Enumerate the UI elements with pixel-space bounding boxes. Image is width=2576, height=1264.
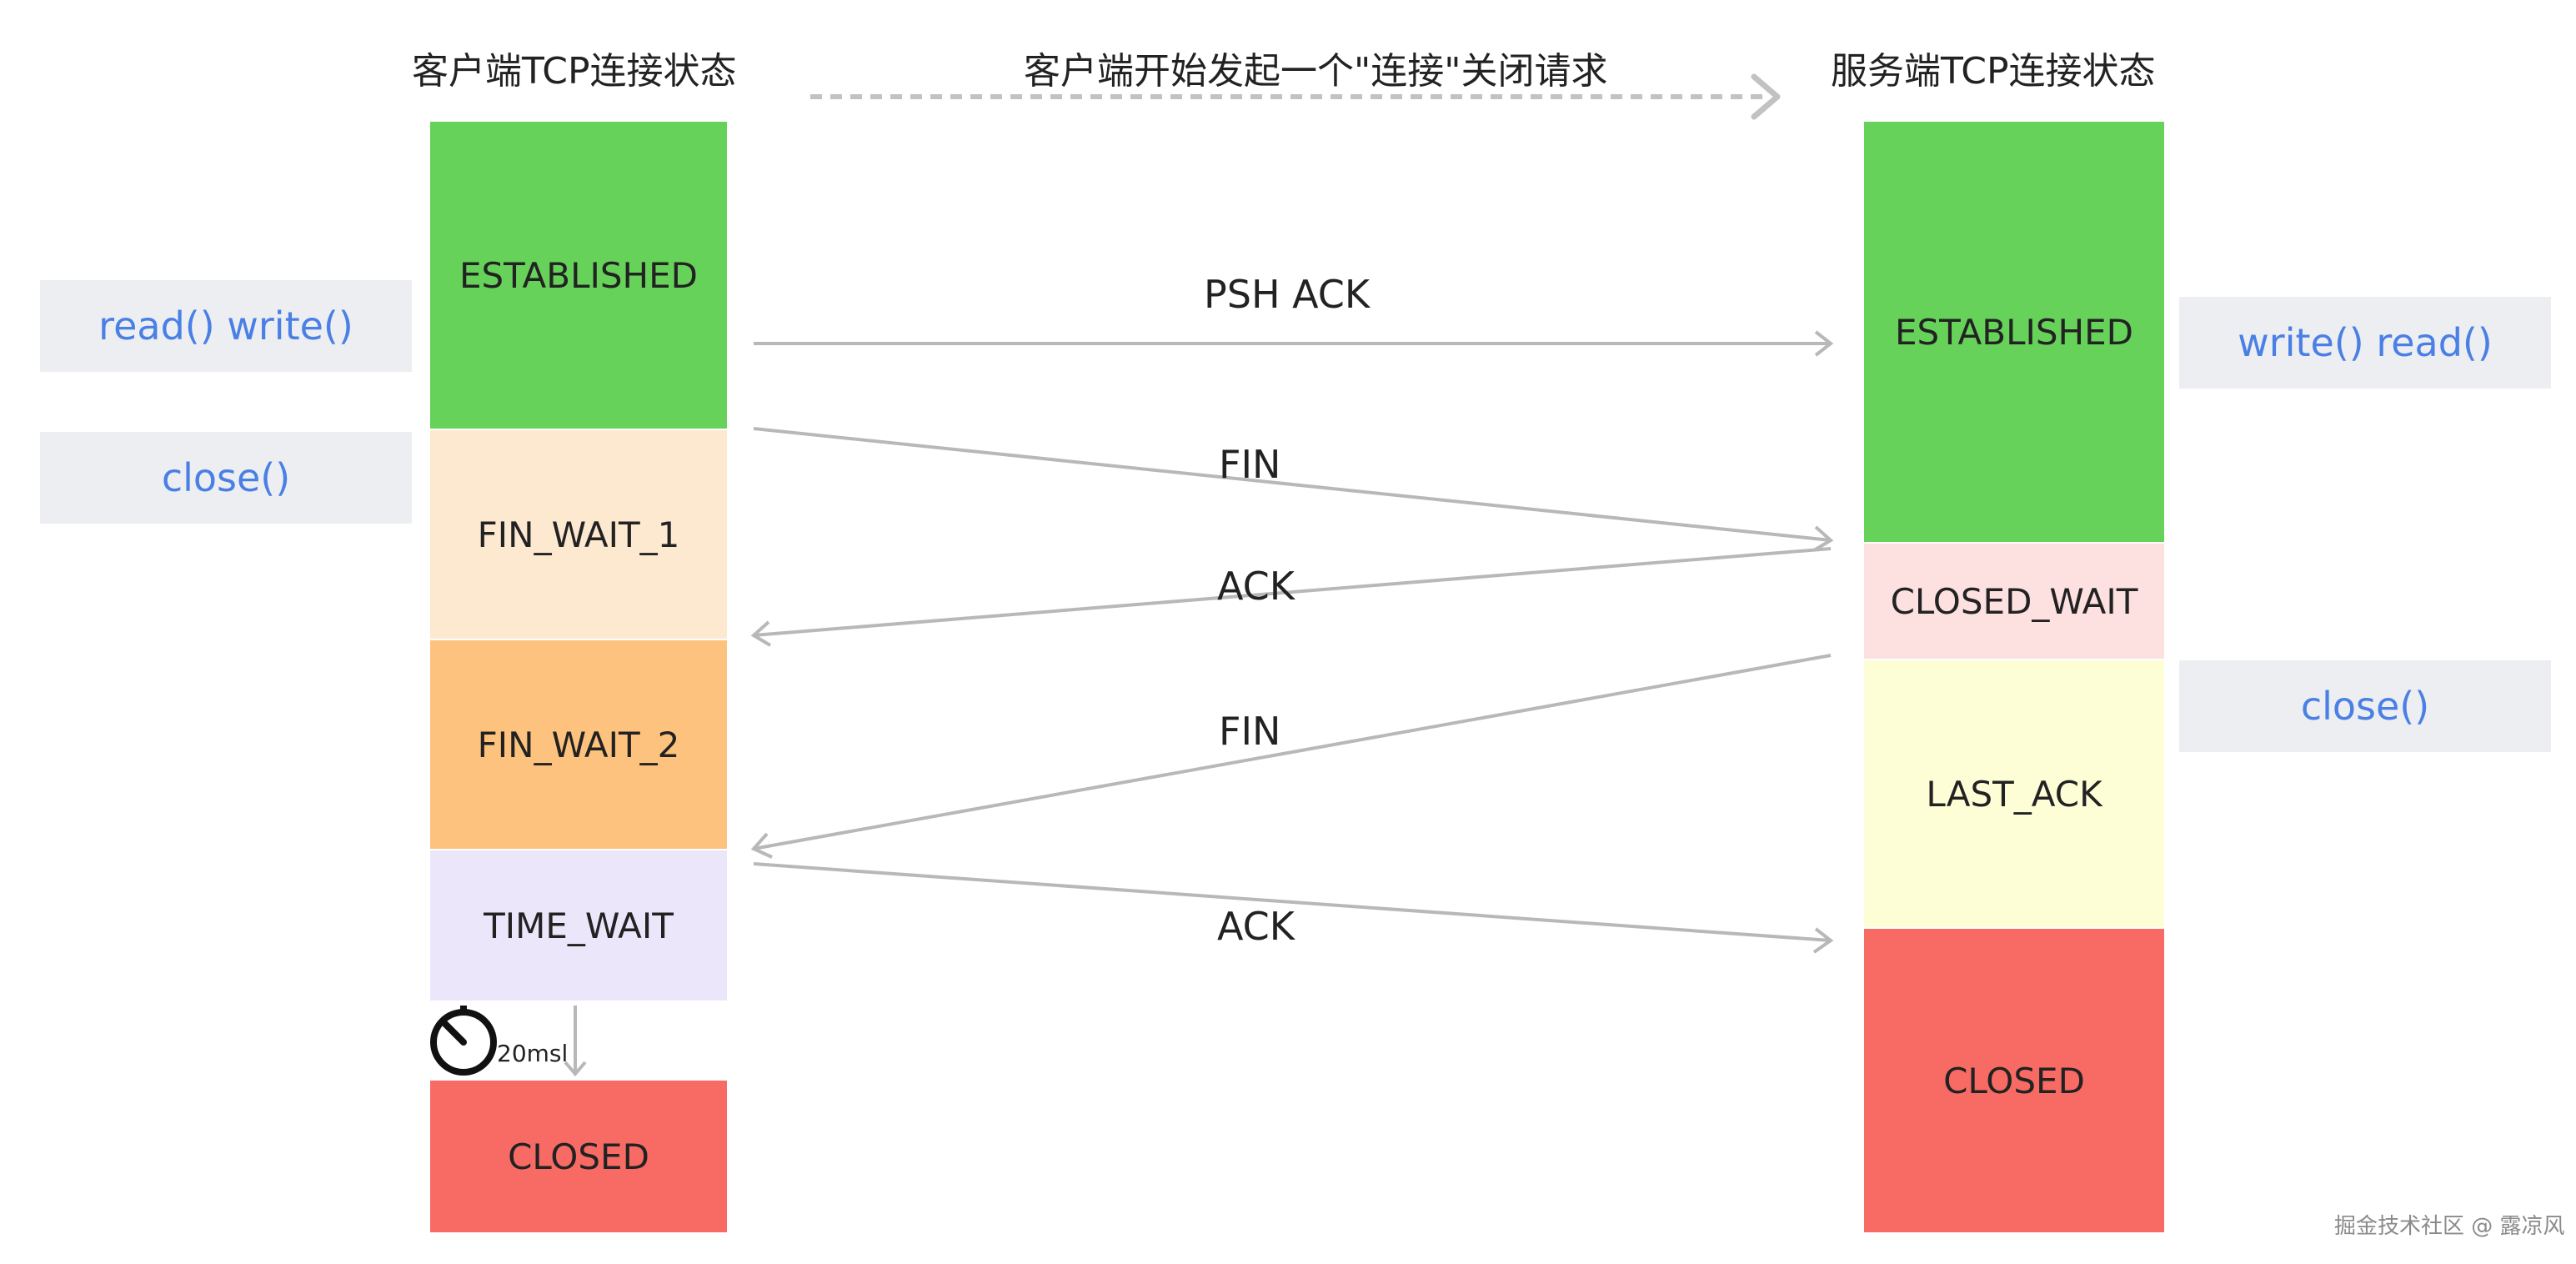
fin-server-label: FIN [1219, 709, 1281, 754]
server-state-established: ESTABLISHED [1864, 122, 2164, 542]
client-close-call: close() [40, 432, 412, 524]
ack-client-arrow [753, 862, 1834, 954]
server-column-header: 服务端TCP连接状态 [1831, 50, 2156, 93]
client-state-time-wait: TIME_WAIT [430, 850, 727, 1001]
timer-label: 20msl [497, 1040, 569, 1067]
fin-client-label: FIN [1219, 442, 1281, 487]
server-state-last-ack: LAST_ACK [1864, 660, 2164, 927]
close-request-header: 客户端开始发起一个"连接"关闭请求 [1024, 50, 1608, 93]
client-state-fin-wait-2: FIN_WAIT_2 [430, 640, 727, 849]
server-write-read-call: write() read() [2179, 297, 2551, 389]
fin-server-arrow [750, 654, 1832, 859]
client-state-established: ESTABLISHED [430, 122, 727, 429]
client-state-closed: CLOSED [430, 1081, 727, 1232]
close-request-arrow [810, 73, 1781, 120]
ack-server-label: ACK [1217, 564, 1295, 609]
client-state-fin-wait-1: FIN_WAIT_1 [430, 430, 727, 639]
server-state-closed: CLOSED [1864, 929, 2164, 1232]
timer-icon [430, 1006, 497, 1076]
psh-ack-arrow [754, 330, 1834, 357]
psh-ack-label: PSH ACK [1204, 272, 1371, 317]
server-state-closed-wait: CLOSED_WAIT [1864, 544, 2164, 659]
watermark: 掘金技术社区 @ 露凉风 [2334, 1214, 2565, 1239]
fin-client-arrow [753, 427, 1834, 552]
server-close-call: close() [2179, 660, 2551, 752]
client-read-write-call: read() write() [40, 280, 412, 372]
ack-client-label: ACK [1217, 904, 1295, 949]
ack-server-arrow [750, 547, 1832, 647]
time-wait-to-closed-arrow [564, 1006, 587, 1077]
client-column-header: 客户端TCP连接状态 [412, 50, 737, 93]
